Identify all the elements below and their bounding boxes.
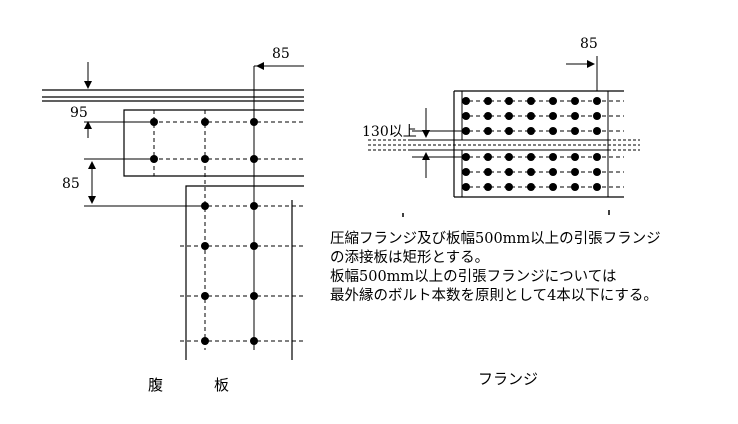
bolt xyxy=(527,127,535,135)
bolt xyxy=(201,118,209,126)
bolt xyxy=(201,292,209,300)
web-lower-plate xyxy=(185,185,304,360)
bolt xyxy=(505,168,513,176)
bolt xyxy=(593,153,601,161)
bolt xyxy=(571,168,579,176)
flange-caption: フランジ xyxy=(478,370,539,388)
note-line: 最外縁のボルト本数を原則として4本以下にする。 xyxy=(330,288,658,304)
bolt xyxy=(505,97,513,105)
bolt xyxy=(527,153,535,161)
bolt xyxy=(462,153,470,161)
bolt xyxy=(527,112,535,120)
web-dim-85-top-label: 85 xyxy=(272,46,290,62)
bolt xyxy=(571,127,579,135)
bolt xyxy=(484,183,492,191)
bolt xyxy=(549,127,557,135)
web-upper-splice-plate xyxy=(123,109,304,177)
bolt xyxy=(484,127,492,135)
bolt xyxy=(593,127,601,135)
bolt xyxy=(505,153,513,161)
bolt xyxy=(462,168,470,176)
web-splice-drawing xyxy=(42,62,304,360)
note-line: の添接板は矩形とする。 xyxy=(330,250,490,266)
note-line: 圧縮フランジ及び板幅500mm以上の引張フランジ xyxy=(330,231,661,247)
bolt xyxy=(462,127,470,135)
bolt xyxy=(150,155,158,163)
bolt xyxy=(150,118,158,126)
bolt xyxy=(527,183,535,191)
bolt xyxy=(250,292,258,300)
web-bolts xyxy=(150,118,258,345)
bolt xyxy=(484,168,492,176)
bolt xyxy=(571,97,579,105)
bolt xyxy=(549,183,557,191)
bolt xyxy=(527,97,535,105)
bolt xyxy=(462,112,470,120)
bolt xyxy=(250,155,258,163)
bolt xyxy=(527,168,535,176)
bolt xyxy=(593,183,601,191)
flange-bolts xyxy=(462,97,601,191)
bolt xyxy=(571,183,579,191)
bolt xyxy=(250,118,258,126)
bolt xyxy=(505,112,513,120)
note-line: 板幅500mm以上の引張フランジについては xyxy=(330,269,617,285)
bolt xyxy=(593,97,601,105)
bolt xyxy=(571,112,579,120)
bolt xyxy=(201,202,209,210)
bolt xyxy=(593,112,601,120)
bolt xyxy=(201,242,209,250)
flange-dim-85-label: 85 xyxy=(580,36,598,52)
bolt xyxy=(462,183,470,191)
bolt xyxy=(484,97,492,105)
flange-dim-130-label: 130以上 xyxy=(362,124,417,140)
bolt xyxy=(484,153,492,161)
bolt xyxy=(549,168,557,176)
bolt xyxy=(571,153,579,161)
bolt xyxy=(201,155,209,163)
bolt xyxy=(201,337,209,345)
bolt xyxy=(484,112,492,120)
bolt xyxy=(462,97,470,105)
bolt xyxy=(549,112,557,120)
web-caption-char-1: 腹 xyxy=(148,376,164,394)
bolt xyxy=(549,97,557,105)
web-caption-char-2: 板 xyxy=(214,376,230,394)
bolt xyxy=(250,202,258,210)
bolt xyxy=(505,127,513,135)
bolt xyxy=(593,168,601,176)
bolt xyxy=(250,337,258,345)
web-dim-85-left-label: 85 xyxy=(62,176,80,192)
bolt xyxy=(549,153,557,161)
bolt xyxy=(505,183,513,191)
splice-plate-note: 圧縮フランジ及び板幅500mm以上の引張フランジ の添接板は矩形とする。 板幅5… xyxy=(330,230,730,306)
web-dim-95-label: 95 xyxy=(70,105,88,121)
bolt xyxy=(250,242,258,250)
